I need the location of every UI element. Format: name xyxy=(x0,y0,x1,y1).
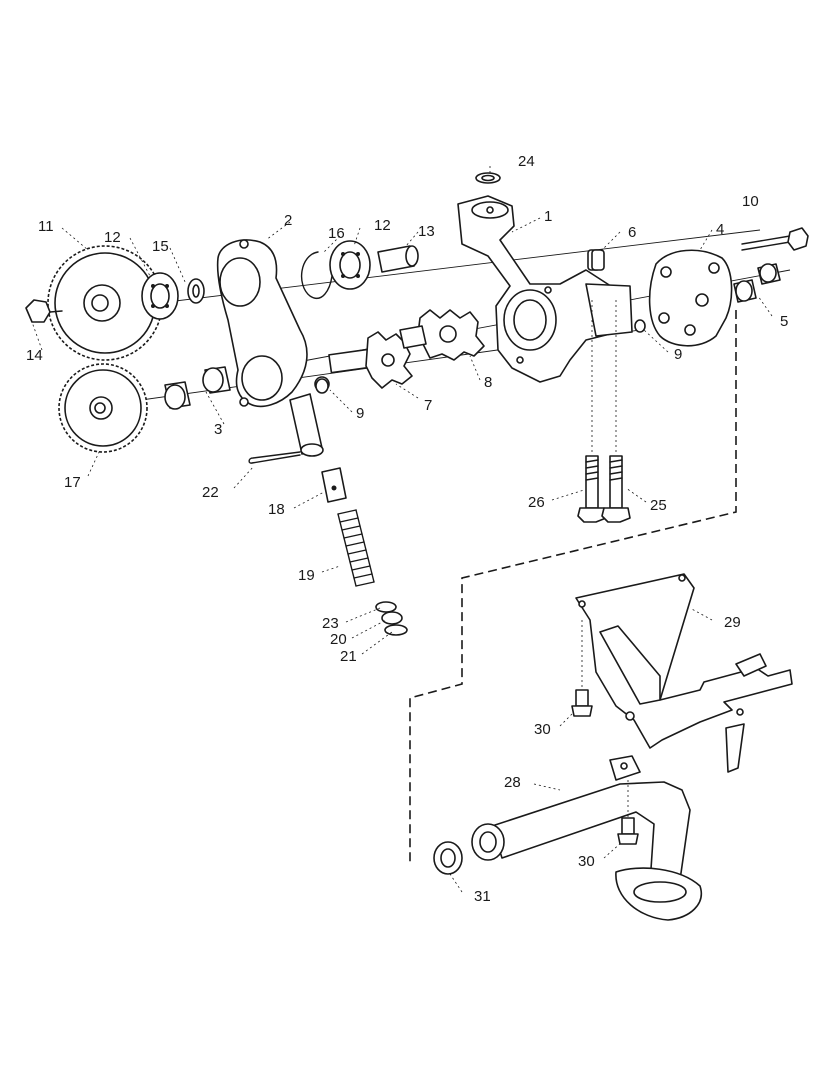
callout-1: 1 xyxy=(544,208,552,225)
callout-30-lower: 30 xyxy=(578,853,595,870)
pump-cover-plate xyxy=(216,239,308,408)
bearing-left xyxy=(141,272,179,320)
callout-13: 13 xyxy=(418,223,435,240)
relief-spring xyxy=(337,509,375,587)
callout-25: 25 xyxy=(650,497,667,514)
callout-4: 4 xyxy=(716,221,724,238)
callout-leaders xyxy=(31,166,773,893)
bushings-3 xyxy=(164,366,231,410)
callout-29: 29 xyxy=(724,614,741,631)
assembly-connector xyxy=(409,310,737,864)
callout-labels: 1 2 3 4 5 6 7 8 9 9 10 11 12 12 13 14 15… xyxy=(26,153,788,905)
small-dowels xyxy=(315,319,646,394)
callout-17: 17 xyxy=(64,474,81,491)
long-bolt xyxy=(741,227,809,251)
callout-6: 6 xyxy=(628,224,636,241)
gear-nut xyxy=(25,299,63,323)
relief-plunger xyxy=(321,467,347,503)
callout-23: 23 xyxy=(322,615,339,632)
callout-20: 20 xyxy=(330,631,347,648)
callout-3: 3 xyxy=(214,421,222,438)
tube-seal xyxy=(433,841,463,875)
dowel-pin-top xyxy=(591,249,605,271)
end-cover xyxy=(648,249,733,347)
pickup-tube xyxy=(471,755,703,921)
callout-19: 19 xyxy=(298,567,315,584)
callout-8: 8 xyxy=(484,374,492,391)
callout-21: 21 xyxy=(340,648,357,665)
callout-16: 16 xyxy=(328,225,345,242)
pump-gear-driver xyxy=(399,309,485,361)
o-ring xyxy=(475,172,501,184)
mounting-bolts xyxy=(577,300,631,523)
callout-18: 18 xyxy=(268,501,285,518)
bearing-right xyxy=(329,240,371,290)
callout-9-left: 9 xyxy=(356,405,364,422)
washer-15 xyxy=(187,278,205,304)
callout-24: 24 xyxy=(518,153,535,170)
split-pin xyxy=(248,451,301,464)
relief-valve-body xyxy=(289,393,324,457)
driven-gear-small xyxy=(58,363,148,453)
pickup-bracket xyxy=(575,573,793,773)
drive-gear-large xyxy=(47,245,163,361)
callout-2: 2 xyxy=(284,212,292,229)
callout-31: 31 xyxy=(474,888,491,905)
callout-7: 7 xyxy=(424,397,432,414)
callout-15: 15 xyxy=(152,238,169,255)
callout-26: 26 xyxy=(528,494,545,511)
bracket-screws xyxy=(571,620,639,845)
callout-30-upper: 30 xyxy=(534,721,551,738)
callout-5: 5 xyxy=(780,313,788,330)
callout-12-right: 12 xyxy=(374,217,391,234)
callout-10: 10 xyxy=(742,193,759,210)
callout-14: 14 xyxy=(26,347,43,364)
sleeve xyxy=(377,245,419,273)
callout-28: 28 xyxy=(504,774,521,791)
circlip xyxy=(300,251,333,299)
callout-11: 11 xyxy=(38,218,54,235)
pump-gear-driven xyxy=(314,331,413,392)
pump-body xyxy=(457,195,633,383)
callout-22: 22 xyxy=(202,484,219,501)
callout-9-right: 9 xyxy=(674,346,682,363)
callout-12-left: 12 xyxy=(104,229,121,246)
dowels xyxy=(733,263,781,303)
relief-washers xyxy=(375,601,408,636)
